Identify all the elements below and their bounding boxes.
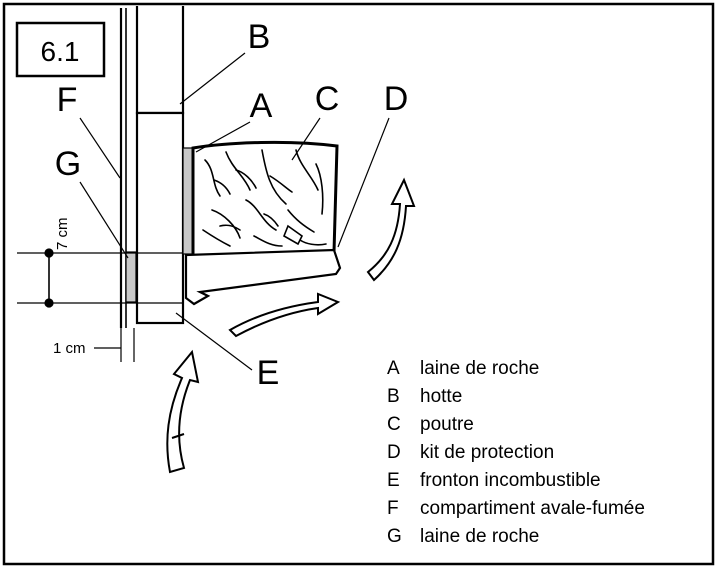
legend-text-b: hotte <box>420 386 462 407</box>
dimension-1cm <box>94 328 135 362</box>
legend-key-c: C <box>387 414 401 435</box>
callout-a: A <box>250 87 273 125</box>
legend-text-e: fronton incombustible <box>420 470 601 491</box>
callout-b: B <box>248 18 271 56</box>
hood <box>135 6 185 115</box>
legend-key-d: D <box>387 442 401 463</box>
legend-key-b: B <box>387 386 400 407</box>
legend-text-f: compartiment avale-fumée <box>420 498 645 519</box>
legend-text-c: poutre <box>420 414 474 435</box>
legend: A laine de roche B hotte C poutre D kit … <box>387 358 645 547</box>
legend-key-f: F <box>387 498 399 519</box>
legend-text-a: laine de roche <box>420 358 539 379</box>
callout-g: G <box>55 145 81 183</box>
airflow-arrow-right <box>366 177 416 282</box>
beam <box>191 140 339 258</box>
callout-f: F <box>57 81 78 119</box>
legend-text-d: kit de protection <box>420 442 554 463</box>
figure-number-box <box>15 21 106 78</box>
fire-resistant-panel <box>135 111 185 325</box>
callout-c: C <box>315 80 340 118</box>
dimension-1cm-label: 1 cm <box>53 340 86 357</box>
insulation-strip-g <box>125 251 137 303</box>
protection-kit <box>184 248 342 306</box>
callout-d: D <box>384 80 409 118</box>
legend-key-a: A <box>387 358 400 379</box>
dimension-7cm <box>17 248 183 308</box>
callout-e: E <box>257 354 280 392</box>
figure-number: 6.1 <box>41 36 80 67</box>
legend-text-g: laine de roche <box>420 526 539 547</box>
smoke-compartment-wall <box>119 8 127 328</box>
legend-key-e: E <box>387 470 400 491</box>
legend-key-g: G <box>387 526 402 547</box>
airflow-arrow-middle <box>228 292 341 338</box>
airflow-arrow-bottom <box>166 349 200 474</box>
dimension-7cm-label: 7 cm <box>54 217 71 250</box>
leader-lines <box>79 52 390 371</box>
